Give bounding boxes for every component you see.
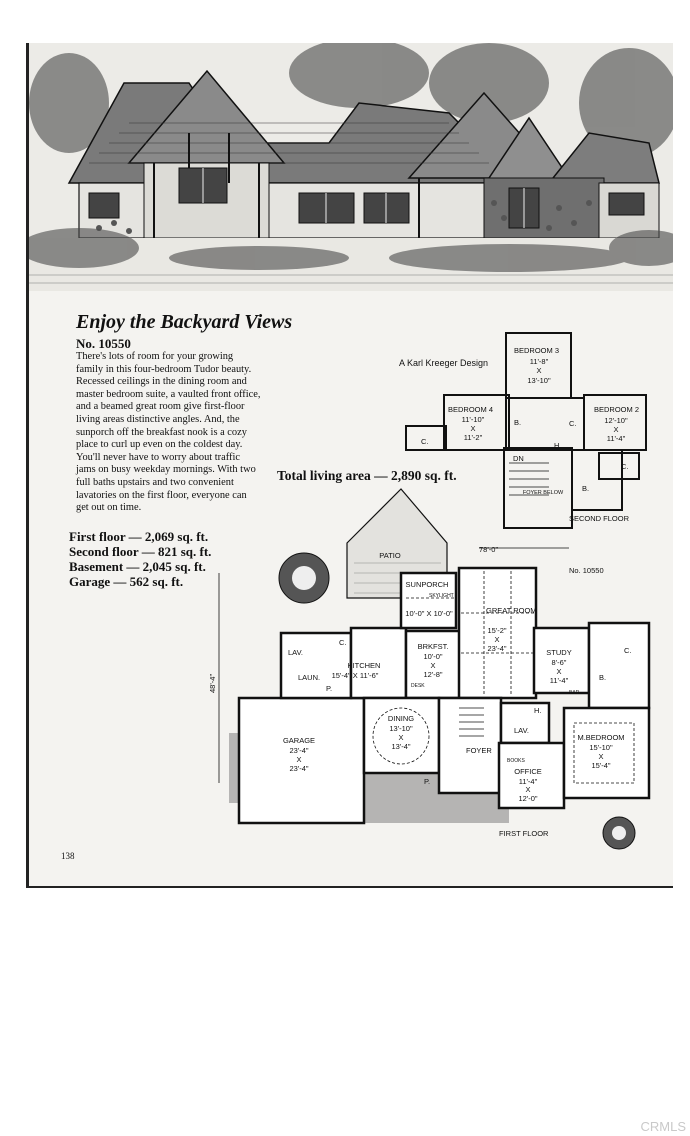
ff-desk: DESK [411, 683, 425, 689]
sf-dn-label: DN [513, 454, 524, 463]
ff-lav1: LAV. [288, 648, 303, 657]
sf-caption: SECOND FLOOR [569, 514, 630, 523]
ff-great-width: 15'-2" [487, 626, 506, 635]
sf-hall-h: H. [554, 441, 562, 450]
page-heading: Enjoy the Backyard Views [76, 311, 293, 333]
ff-great-height: 23'-4" [487, 644, 506, 653]
sf-bedroom3-label: BEDROOM 3 [514, 346, 559, 355]
ff-bar: BAR [569, 690, 580, 696]
ff-great-room: GREAT ROOM [486, 606, 537, 615]
sf-closet-c3: C. [621, 462, 629, 471]
sf-bedroom3-x: X [536, 366, 541, 375]
plan-number: No. 10550 [76, 336, 131, 351]
ff-plan-no: No. 10550 [569, 566, 604, 575]
ff-sunporch: SUNPORCH [406, 580, 449, 589]
ff-closet-c: C. [339, 638, 347, 647]
description-text: There's lots of room for your growing fa… [76, 351, 261, 514]
sf-bedroom4-label: BEDROOM 4 [448, 405, 493, 414]
sf-bath-b1: B. [514, 418, 521, 427]
ff-patio: PATIO [379, 551, 401, 560]
sf-bedroom3-height: 13'-10" [527, 376, 551, 385]
ff-study-height: 11'-4" [550, 676, 569, 685]
ff-office-x: X [525, 785, 530, 794]
ff-skylight: SKYLIGHT [429, 593, 454, 599]
ff-study: STUDY [546, 648, 571, 657]
ff-garage: GARAGE [283, 736, 315, 745]
ff-closet-c2: C. [624, 646, 632, 655]
sf-bath-b2: B. [582, 484, 589, 493]
ff-books: BOOKS [507, 758, 525, 764]
ff-study-width: 8'-6" [552, 658, 567, 667]
ff-porch: P. [424, 777, 430, 786]
ff-dining: DINING [388, 714, 414, 723]
ff-study-x: X [556, 667, 561, 676]
ff-lav2: LAV. [514, 726, 529, 735]
ff-laun: LAUN. [298, 673, 320, 682]
ff-caption: FIRST FLOOR [499, 829, 549, 838]
sf-foyer-below: FOYER BELOW [523, 490, 564, 496]
ff-garage-height: 23'-4" [289, 764, 308, 773]
ff-pantry: P. [326, 684, 332, 693]
ff-brkfst-x: X [430, 661, 435, 670]
ff-garage-x: X [296, 755, 301, 764]
sf-bedroom3-width: 11'-8" [530, 357, 549, 366]
sf-bedroom2-width: 12'-10" [604, 416, 628, 425]
ff-mbedroom: M.BEDROOM [577, 733, 624, 742]
ff-kitchen-dim: 15'-4" X 11'-6" [332, 671, 379, 680]
scanned-brochure-page: BEDROOM 3 11'-8" X 13'-10" BEDROOM 4 11'… [26, 43, 673, 888]
floor-plans: BEDROOM 3 11'-8" X 13'-10" BEDROOM 4 11'… [208, 332, 651, 850]
ff-kitchen: KITCHEN [348, 661, 381, 670]
ff-brkfst: BRKFST. [418, 642, 449, 651]
ff-depth-dim: 48'-4" [208, 674, 217, 693]
second-floor-plan [405, 332, 647, 529]
ff-garage-width: 23'-4" [289, 746, 308, 755]
designer-credit: A Karl Kreeger Design [399, 358, 489, 368]
sf-closet-c1: C. [421, 437, 429, 446]
sf-bedroom2-height: 11'-4" [607, 434, 626, 443]
ff-sunporch-dim: 10'-0" X 10'-0" [405, 609, 453, 618]
ff-hall-h: H. [534, 706, 542, 715]
page-number: 138 [61, 851, 75, 861]
sf-bedroom2-label: BEDROOM 2 [594, 405, 639, 414]
sf-bedroom2-x: X [613, 425, 618, 434]
square-footage-stats: First floor — 2,069 sq. ft. Second floor… [69, 529, 211, 589]
basement-stat: Basement — 2,045 sq. ft. [69, 559, 206, 574]
total-living-area: Total living area — 2,890 sq. ft. [277, 468, 457, 483]
ff-brkfst-width: 10'-0" [423, 652, 442, 661]
second-floor-stat: Second floor — 821 sq. ft. [69, 544, 212, 559]
ff-dining-width: 13'-10" [389, 724, 413, 733]
first-floor-plan [218, 488, 651, 850]
first-floor-stat: First floor — 2,069 sq. ft. [69, 529, 209, 544]
ff-brkfst-height: 12'-8" [423, 670, 442, 679]
ff-mbed-x: X [598, 752, 603, 761]
sf-bedroom4-width: 11'-10" [462, 415, 485, 424]
ff-office-width: 11'-4" [519, 777, 538, 786]
ff-width-dim: 78'-0" [479, 545, 498, 554]
ff-great-x: X [494, 635, 499, 644]
ff-bath-b: B. [599, 673, 606, 682]
sf-bedroom4-height: 11'-2" [464, 433, 483, 442]
sf-bedroom4-x: X [470, 424, 475, 433]
ff-dining-height: 13'-4" [391, 742, 410, 751]
house-exterior-sketch [29, 43, 673, 291]
ff-office: OFFICE [514, 767, 542, 776]
ff-foyer: FOYER [466, 746, 492, 755]
watermark: CRMLS [640, 1119, 686, 1134]
ff-office-height: 12'-0" [518, 794, 537, 803]
ff-mbed-height: 15'-4" [591, 761, 610, 770]
garage-stat: Garage — 562 sq. ft. [69, 574, 184, 589]
sf-closet-c2: C. [569, 419, 577, 428]
ff-dining-x: X [398, 733, 403, 742]
ff-mbed-width: 15'-10" [589, 743, 613, 752]
